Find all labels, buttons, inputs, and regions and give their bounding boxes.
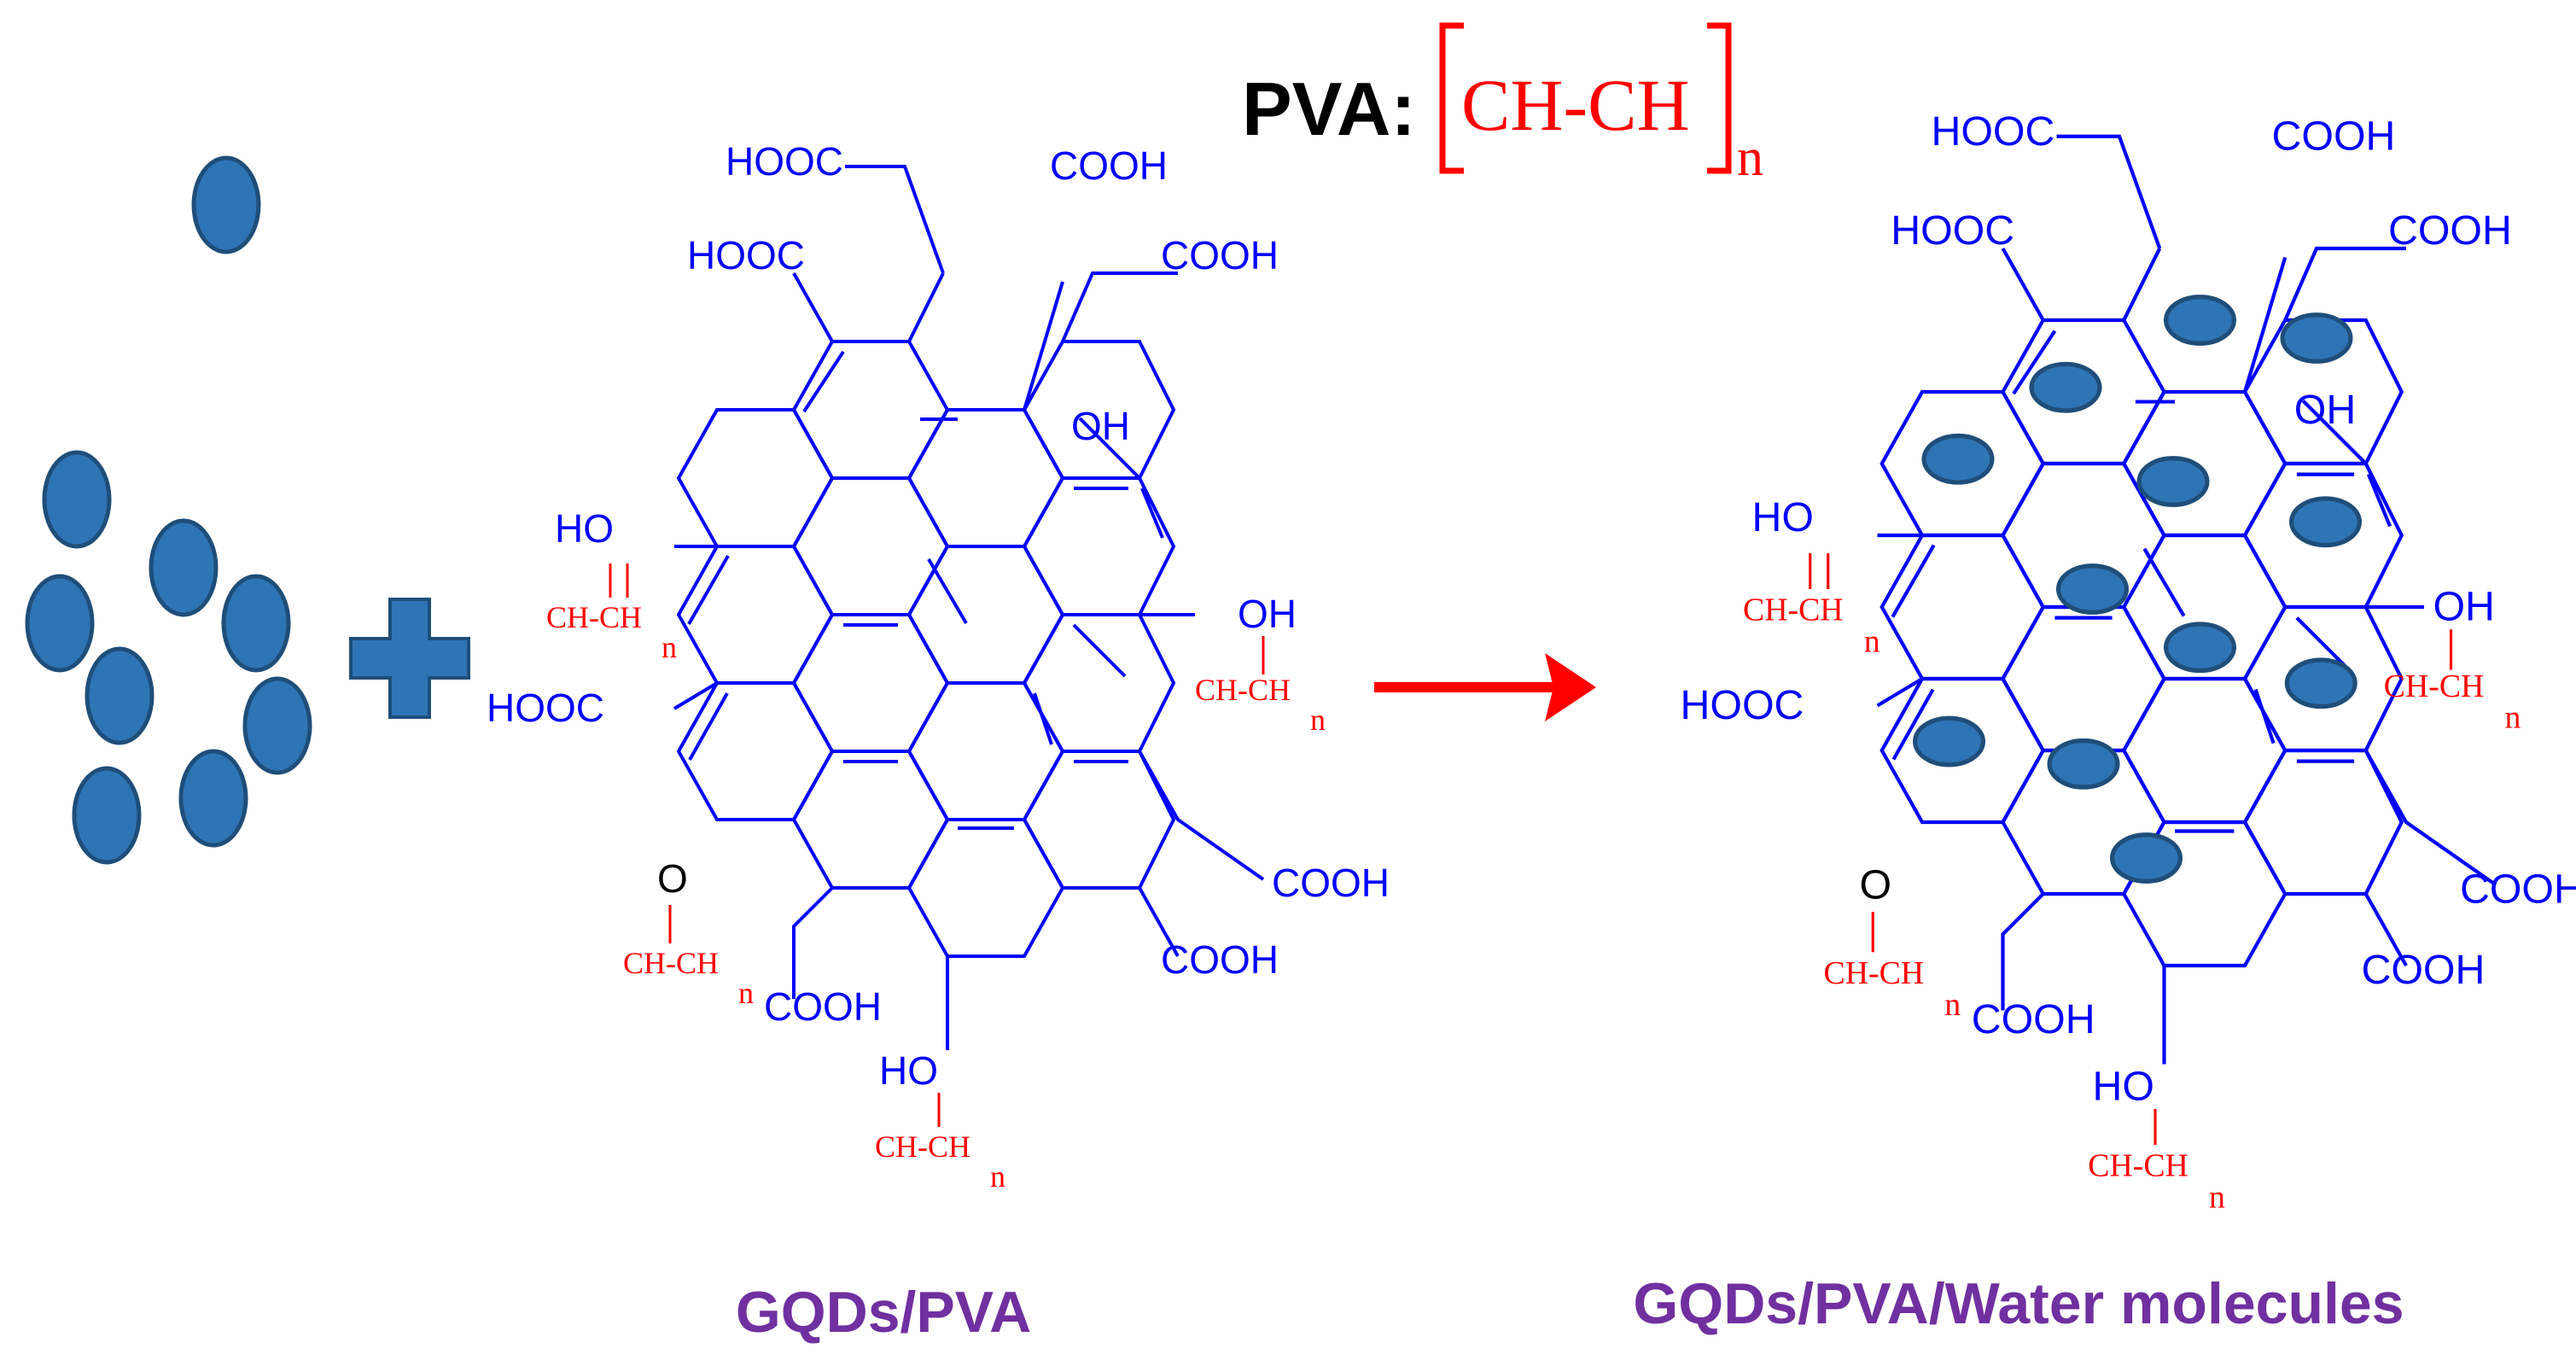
functional-group-bonds (673, 165, 1265, 1050)
pva-chain-subscript: n (738, 976, 754, 1010)
water-molecule (242, 676, 312, 775)
pva-formula-unit: CH-CH (1461, 64, 1690, 146)
reaction-arrow-icon (1374, 653, 1596, 721)
water-molecule (178, 749, 248, 848)
label-hooc: HOOC (1681, 682, 1804, 728)
water-molecules-cluster (25, 155, 312, 865)
label-cooh: COOH (1161, 233, 1279, 277)
pva-chain: CH-CH (546, 600, 642, 634)
pva-chain-subscript: n (1944, 987, 1961, 1023)
functional-group-bonds (1876, 134, 2497, 1065)
pva-chain-subscript: n (1310, 703, 1326, 737)
pva-chain: CH-CH (1824, 955, 1925, 991)
label-cooh: COOH (1972, 996, 2095, 1042)
label-hooc: HOOC (487, 686, 604, 730)
pva-chains: CH-CH n CH-CH n CH-CH n CH-CH n (546, 563, 1326, 1194)
label-ho: HO (555, 506, 614, 551)
label-hooc: HOOC (726, 139, 843, 184)
label-hooc: HOOC (1932, 108, 2055, 155)
water-molecule (191, 155, 261, 254)
label-hooc: HOOC (1891, 207, 2014, 254)
pva-chain: CH-CH (875, 1130, 970, 1164)
water-molecule (2029, 361, 2102, 413)
pva-chain-subscript: n (2505, 700, 2521, 736)
pva-chain: CH-CH (1743, 593, 1844, 628)
water-molecule (1912, 715, 1986, 768)
label-oh: OH (1071, 404, 1130, 448)
water-molecule (72, 766, 142, 865)
label-ho: HO (2093, 1064, 2154, 1110)
label-oh: OH (2294, 387, 2356, 433)
water-molecule (42, 450, 112, 549)
group-labels: HOOC COOH HOOC COOH OH HO OH HOOC COOH C… (487, 139, 1390, 1093)
pva-chain-subscript: n (661, 630, 677, 664)
caption-right: GQDs/PVA/Water molecules (1633, 1271, 2404, 1336)
pva-chain-subscript: n (2209, 1179, 2225, 1215)
label-ether-o: O (1860, 861, 1892, 908)
pva-formula: PVA: CH-CH n (1242, 22, 1763, 187)
water-molecule (2055, 563, 2130, 615)
water-molecule (2109, 832, 2183, 884)
gqd-pva-structure: HOOC COOH HOOC COOH OH HO OH HOOC COOH C… (487, 139, 1390, 1194)
label-ho: HO (1752, 494, 1814, 540)
pva-chain-subscript: n (1864, 623, 1880, 659)
label-cooh: COOH (1050, 143, 1168, 188)
label-ho: HO (879, 1048, 938, 1093)
water-molecule (2284, 657, 2357, 709)
pva-formula-bracket-icon (1439, 22, 1732, 174)
label-hooc: HOOC (687, 233, 805, 277)
pva-chain: CH-CH (2384, 668, 2485, 704)
plus-icon (349, 598, 470, 719)
water-molecule (2047, 738, 2120, 790)
label-cooh: COOH (1272, 861, 1390, 905)
label-cooh: COOH (2362, 947, 2486, 993)
water-molecule (2136, 456, 2210, 507)
water-molecule (149, 518, 219, 617)
pva-chain-subscript: n (990, 1159, 1005, 1194)
pva-chain: CH-CH (2088, 1148, 2188, 1184)
pva-chain: CH-CH (1195, 673, 1291, 707)
water-molecule (2163, 622, 2237, 674)
label-cooh: COOH (2388, 207, 2512, 254)
label-cooh: COOH (2272, 114, 2396, 160)
pva-chains: CH-CH n CH-CH n CH-CH n CH-CH n (1743, 552, 2521, 1215)
pva-formula-subscript: n (1737, 129, 1763, 187)
water-molecule (221, 574, 291, 673)
water-molecule (2288, 496, 2363, 548)
label-ether-o: O (657, 856, 688, 901)
water-molecule (2280, 312, 2353, 364)
pva-chain: CH-CH (623, 946, 719, 980)
label-cooh: COOH (764, 984, 882, 1029)
label-oh: OH (2433, 584, 2495, 630)
label-cooh: COOH (1161, 937, 1279, 982)
label-oh: OH (1238, 592, 1297, 636)
pva-formula-label: PVA: (1242, 67, 1416, 151)
label-cooh: COOH (2460, 867, 2576, 913)
water-molecule (2163, 295, 2237, 346)
group-labels: HOOC COOH HOOC COOH OH HO OH HOOC COOH C… (1681, 108, 2576, 1109)
water-molecule (25, 574, 95, 673)
water-molecule (85, 646, 154, 745)
caption-left: GQDs/PVA (736, 1280, 1031, 1345)
gqd-pva-water-structure: HOOC COOH HOOC COOH OH HO OH HOOC COOH C… (1681, 108, 2576, 1215)
adsorbed-water-molecules (1912, 295, 2363, 884)
water-molecule (1921, 433, 1995, 485)
